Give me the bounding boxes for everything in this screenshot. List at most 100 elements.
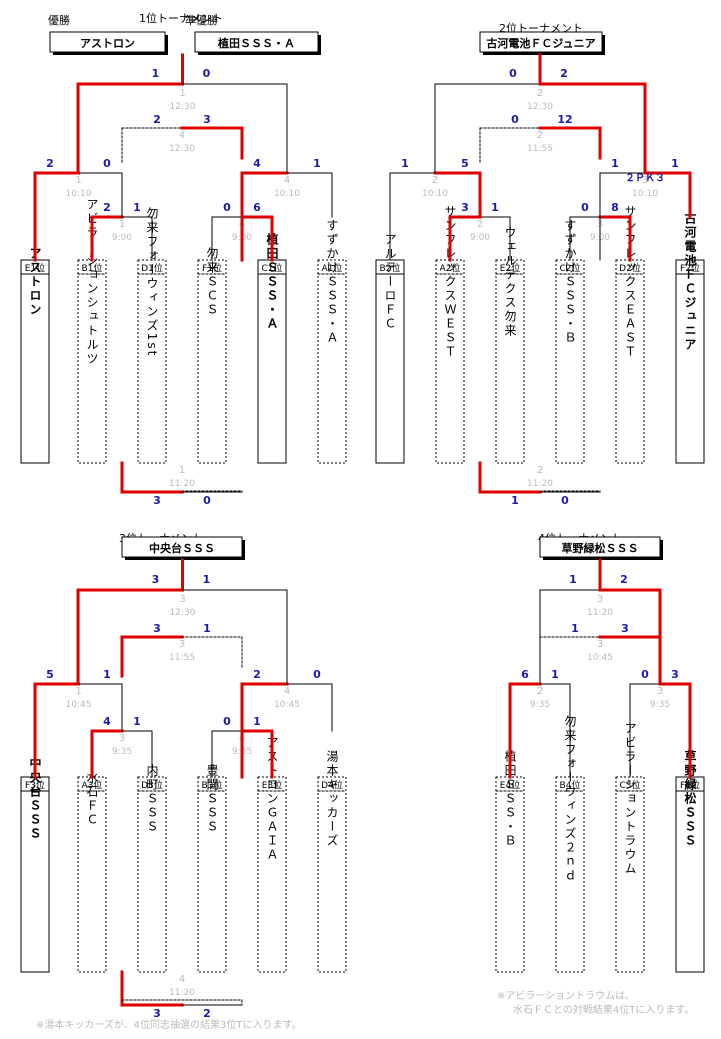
match-score: 2 xyxy=(103,201,111,214)
match-number: 2 xyxy=(432,175,438,186)
match-score: 6 xyxy=(253,201,261,214)
match-score: 1 xyxy=(571,622,579,635)
match-score: 1 xyxy=(133,201,141,214)
team-box xyxy=(375,259,405,464)
match-score: 3 xyxy=(671,668,679,681)
team-seed: B2位 xyxy=(380,262,401,274)
match-score: 0 xyxy=(203,494,211,507)
team-name: すずかけＳＳＳ・Ｂ xyxy=(563,219,577,345)
match-score: 3 xyxy=(621,622,629,635)
match-time: 9:35 xyxy=(112,747,132,757)
match-number: 3 xyxy=(597,639,603,650)
match-time: 9:00 xyxy=(470,233,490,243)
team-name: 勿来フォーウィンズ２ｎｄ xyxy=(563,715,577,883)
match-time: 10:10 xyxy=(274,189,300,199)
match-score: 1 xyxy=(152,67,160,80)
match-score: 2 xyxy=(620,573,628,586)
rank-caption: 優勝 xyxy=(48,13,70,27)
match-time: 10:10 xyxy=(66,189,92,199)
match-time: 9:35 xyxy=(650,700,670,710)
match-score: 3 xyxy=(152,573,160,586)
team-box xyxy=(257,259,287,464)
team-name: 水石ＦＣ xyxy=(85,771,99,827)
team-box xyxy=(137,776,167,973)
team-box xyxy=(317,776,347,973)
team-seed: E2位 xyxy=(500,262,520,274)
result-box xyxy=(49,31,166,53)
match-score: 5 xyxy=(46,668,54,681)
team-seed: A1位 xyxy=(322,262,343,274)
match-time: 12:30 xyxy=(170,102,196,112)
team-name: 中央台ＳＳＳ xyxy=(28,756,42,841)
team-seed: B4位 xyxy=(560,779,581,791)
team-box xyxy=(555,776,585,973)
match-score: 6 xyxy=(521,668,529,681)
team-seed: A2位 xyxy=(440,262,461,274)
result-team-name: 植田ＳＳＳ・Ａ xyxy=(217,36,295,50)
match-score: 5 xyxy=(461,157,469,170)
match-time: 9:00 xyxy=(112,233,132,243)
match-score: 0 xyxy=(581,201,589,214)
team-box xyxy=(20,259,50,464)
match-score: 1 xyxy=(671,157,679,170)
match-score: 0 xyxy=(313,668,321,681)
match-time: 11:20 xyxy=(527,479,553,489)
team-box xyxy=(20,776,50,973)
match-number: 3 xyxy=(179,594,185,605)
match-score: 1 xyxy=(203,573,211,586)
match-number: 4 xyxy=(179,130,185,141)
match-score: 1 xyxy=(491,201,499,214)
rank-caption: 準優勝 xyxy=(185,13,218,27)
team-seed: F4位 xyxy=(680,779,700,791)
result-team-name: 古河電池ＦＣジュニア xyxy=(486,36,595,50)
match-score: 0 xyxy=(223,715,231,728)
team-seed: B3位 xyxy=(202,779,223,791)
match-time: 11:55 xyxy=(169,653,195,663)
team-name: アストロン xyxy=(28,247,42,317)
team-seed: E1位 xyxy=(25,262,45,274)
match-time: 11:20 xyxy=(169,988,195,998)
result-box xyxy=(479,31,603,53)
team-box xyxy=(495,776,525,973)
match-score: 1 xyxy=(569,573,577,586)
match-score: 1 xyxy=(611,157,619,170)
team-name: サンフレックスＥＡＳＴ xyxy=(623,205,637,359)
match-number: 2 xyxy=(537,130,543,141)
match-score: 4 xyxy=(253,157,261,170)
team-name: 古河電池ＦＣジュニア xyxy=(683,211,697,352)
result-team-name: 草野緑松ＳＳＳ xyxy=(562,541,639,555)
team-name: サンフレックスＷＥＳＴ xyxy=(443,205,457,359)
match-score: 0 xyxy=(641,668,649,681)
match-score: 1 xyxy=(253,715,261,728)
match-time: 11:55 xyxy=(527,144,553,154)
match-score: 1 xyxy=(551,668,559,681)
match-time: 9:35 xyxy=(530,700,550,710)
team-box xyxy=(615,259,645,464)
team-seed: F1位 xyxy=(202,262,222,274)
team-name: 勿来ＳＣＳ xyxy=(205,247,219,317)
tournament-title: 1位トーナメント xyxy=(139,11,223,25)
match-time: 10:10 xyxy=(632,189,658,199)
match-score: 3 xyxy=(153,622,161,635)
note-line-1: ※アビラーショントラウムは、 xyxy=(497,991,636,1002)
match-number: 3 xyxy=(179,639,185,650)
match-score: 2 xyxy=(153,113,161,126)
team-seed: C2位 xyxy=(559,262,580,274)
match-time: 10:10 xyxy=(422,189,448,199)
team-name: 植田ＳＳＳ・Ｂ xyxy=(503,749,517,848)
team-name: アルテーロＦＣ xyxy=(383,233,397,331)
team-name: アビラーショントラウム xyxy=(623,722,637,876)
match-number: 1 xyxy=(179,465,185,476)
result-team-name: 中央台ＳＳＳ xyxy=(149,541,215,555)
team-box xyxy=(197,259,227,464)
team-name: アビラーションシュトルツ xyxy=(85,198,99,366)
match-time: 10:45 xyxy=(66,700,92,710)
match-time: 12:30 xyxy=(169,144,195,154)
team-seed: E3位 xyxy=(262,779,282,791)
match-number: 3 xyxy=(119,733,125,744)
match-score: 0 xyxy=(103,157,111,170)
match-score: 2 xyxy=(253,668,261,681)
pk-result: ２ＰＫ３ xyxy=(625,172,665,184)
